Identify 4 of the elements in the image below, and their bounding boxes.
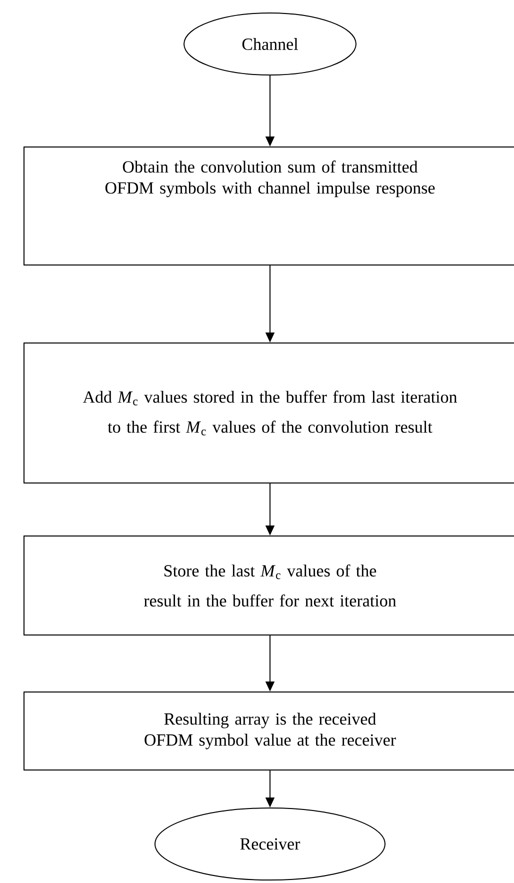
process-box: Store the last M$_{c}$ values of the result in the buffer for next iteration	[24, 536, 514, 636]
process-box: Obtain the convolution sum of transmitted OFDM symbols with channel impulse response	[24, 146, 514, 266]
process-box: Add M$_{c}$ values stored in the buffer from last iteration to the first M$_{c}$ values of the convolution result	[24, 342, 514, 484]
process-box: Resulting array is the received OFDM symbol value at the receiver	[24, 692, 514, 770]
